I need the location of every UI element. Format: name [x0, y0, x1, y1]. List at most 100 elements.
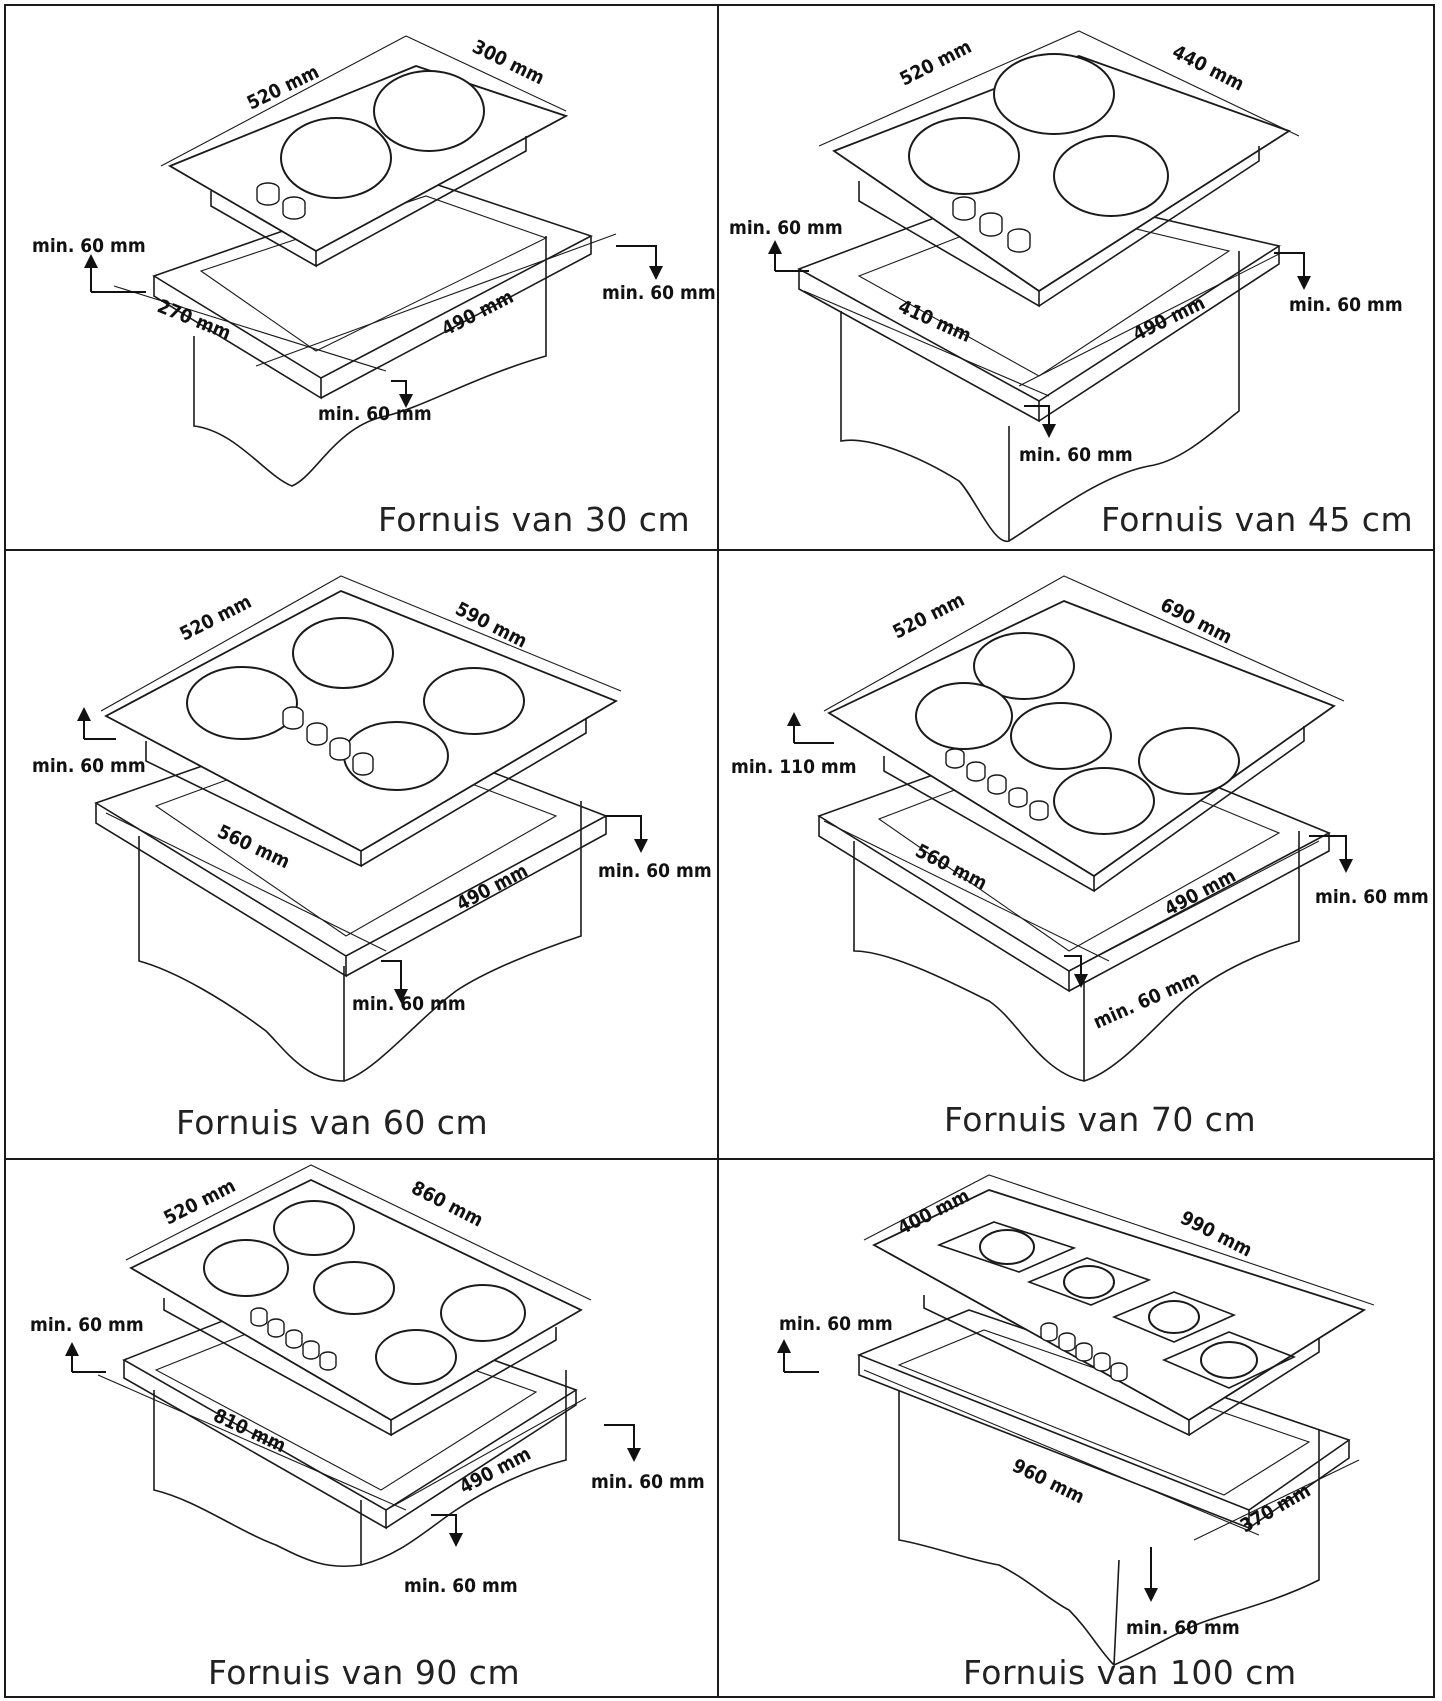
burner-zone-2	[1026, 1257, 1152, 1306]
hob-side	[210, 191, 317, 268]
label-clearance-left: min. 60 mm	[32, 755, 146, 777]
burner-zone-3	[1111, 1291, 1237, 1343]
control-knobs	[282, 706, 374, 776]
burner-left	[915, 682, 1013, 750]
worktop-edge	[123, 1360, 387, 1530]
dim-line-top	[818, 30, 1300, 147]
label-depth: 520 mm	[176, 591, 255, 646]
label-cut-depth: 370 mm	[1237, 1480, 1315, 1538]
label-width: 300 mm	[469, 36, 548, 90]
burner-right	[423, 667, 525, 735]
caption-hob-100cm: Fornuis van 100 cm	[963, 1653, 1297, 1692]
burner-left	[203, 1239, 289, 1297]
caption-hob-45cm: Fornuis van 45 cm	[1101, 500, 1414, 539]
control-knobs	[945, 748, 1049, 821]
burner-back	[273, 1200, 355, 1256]
label-clearance-right: min. 60 mm	[598, 860, 712, 882]
hob-top-plate	[104, 590, 619, 853]
control-knobs	[256, 182, 306, 220]
label-clearance-left: min. 110 mm	[731, 756, 857, 778]
burner-front	[375, 1329, 457, 1385]
clearance-arrow-right	[604, 1424, 641, 1462]
burner-center	[1010, 702, 1112, 770]
diagram-hob-45cm: 520 mm 440 mm 410 mm 490 mm min. 60 mm m…	[729, 30, 1403, 542]
dim-line-top	[823, 575, 1345, 712]
label-clearance-left: min. 60 mm	[32, 235, 146, 257]
control-knobs	[952, 196, 1031, 253]
hob-side	[145, 741, 362, 868]
worktop-edge	[153, 276, 322, 400]
hob-side	[923, 1295, 1190, 1437]
dim-line-cut-width	[97, 1374, 407, 1511]
dim-line-cut-depth	[1193, 1459, 1360, 1541]
label-cut-width: 560 mm	[912, 840, 991, 895]
clearance-arrow-right	[606, 815, 648, 853]
burner-back	[993, 53, 1115, 135]
clearance-arrow-left	[77, 707, 116, 740]
label-width: 690 mm	[1157, 594, 1236, 649]
label-cut-depth: 490 mm	[438, 286, 517, 341]
label-width: 440 mm	[1169, 41, 1248, 96]
worktop-edge	[95, 803, 347, 978]
label-depth: 520 mm	[889, 589, 968, 644]
clearance-arrow-right	[1274, 252, 1311, 290]
clearance-arrow-right	[1309, 835, 1353, 873]
worktop-edge	[818, 816, 1070, 993]
dim-line-cut-width	[863, 1369, 1260, 1536]
hob-side	[883, 756, 1095, 893]
clearance-arrow-left	[768, 240, 809, 272]
panel-hob-100cm: 400 mm 990 mm 960 mm 370 mm min. 60 mm m…	[719, 1160, 1435, 1698]
cabinet-body	[898, 1390, 1320, 1667]
worktop-edge-right	[385, 1390, 577, 1529]
label-cut-width: 410 mm	[895, 295, 975, 347]
label-cut-depth: 490 mm	[456, 1443, 535, 1499]
label-clearance-right: min. 60 mm	[1315, 886, 1429, 908]
hob-side-right	[390, 1327, 557, 1436]
dim-line-cut-depth	[1068, 840, 1320, 972]
burner-left	[908, 117, 1020, 195]
grid-divider-vertical	[717, 4, 719, 1698]
caption-hob-70cm: Fornuis van 70 cm	[944, 1100, 1257, 1139]
label-clearance-front: min. 60 mm	[1019, 444, 1133, 466]
panel-hob-90cm: 520 mm 860 mm 810 mm 490 mm min. 60 mm m…	[6, 1160, 717, 1698]
label-clearance-front: min. 60 mm	[404, 1575, 518, 1597]
worktop-edge-right	[1068, 833, 1330, 992]
clearance-arrow-front	[391, 380, 413, 408]
burner-back	[292, 617, 394, 689]
hob-side-right	[315, 136, 527, 267]
diagram-hob-60cm: 520 mm 590 mm 560 mm 490 mm min. 60 mm m…	[32, 575, 712, 1082]
hob-side-right	[1038, 146, 1260, 307]
label-clearance-front: min. 60 mm	[352, 993, 466, 1015]
label-clearance-front: min. 60 mm	[1090, 967, 1203, 1033]
clearance-arrow-front	[381, 960, 408, 1003]
control-knobs	[1040, 1322, 1128, 1382]
burner-right	[440, 1284, 526, 1342]
label-cut-width: 560 mm	[214, 821, 293, 874]
dim-line-cut-depth	[385, 1397, 587, 1511]
hob-side	[858, 181, 1040, 308]
worktop-edge	[798, 269, 1040, 423]
label-clearance-front: min. 60 mm	[318, 403, 432, 425]
label-clearance-right: min. 60 mm	[591, 1471, 705, 1493]
diagram-hob-70cm: 520 mm 690 mm 560 mm 490 mm min. 110 mm …	[731, 575, 1429, 1082]
clearance-arrow-front	[1064, 955, 1088, 988]
control-knobs	[250, 1307, 337, 1371]
label-clearance-left: min. 60 mm	[779, 1313, 893, 1335]
hob-side-right	[360, 718, 587, 867]
dim-line-top	[125, 1164, 592, 1301]
cabinet-body	[138, 801, 582, 1082]
clearance-arrow-left	[84, 254, 146, 293]
panel-hob-30cm: 520 mm 300 mm 270 mm 490 mm min. 60 mm m…	[6, 6, 717, 549]
clearance-arrow-left	[65, 1342, 106, 1373]
burner-right	[1138, 727, 1240, 795]
dim-line-top	[100, 575, 622, 712]
panel-hob-45cm: 520 mm 440 mm 410 mm 490 mm min. 60 mm m…	[719, 6, 1435, 549]
cabinet-body	[153, 1370, 567, 1568]
burner-zone-4	[1161, 1331, 1297, 1389]
caption-hob-30cm: Fornuis van 30 cm	[378, 500, 691, 539]
diagram-hob-90cm: 520 mm 860 mm 810 mm 490 mm min. 60 mm m…	[30, 1164, 705, 1597]
clearance-arrow-front	[1024, 405, 1056, 438]
burner-right	[1053, 135, 1169, 217]
label-clearance-left: min. 60 mm	[729, 217, 843, 239]
